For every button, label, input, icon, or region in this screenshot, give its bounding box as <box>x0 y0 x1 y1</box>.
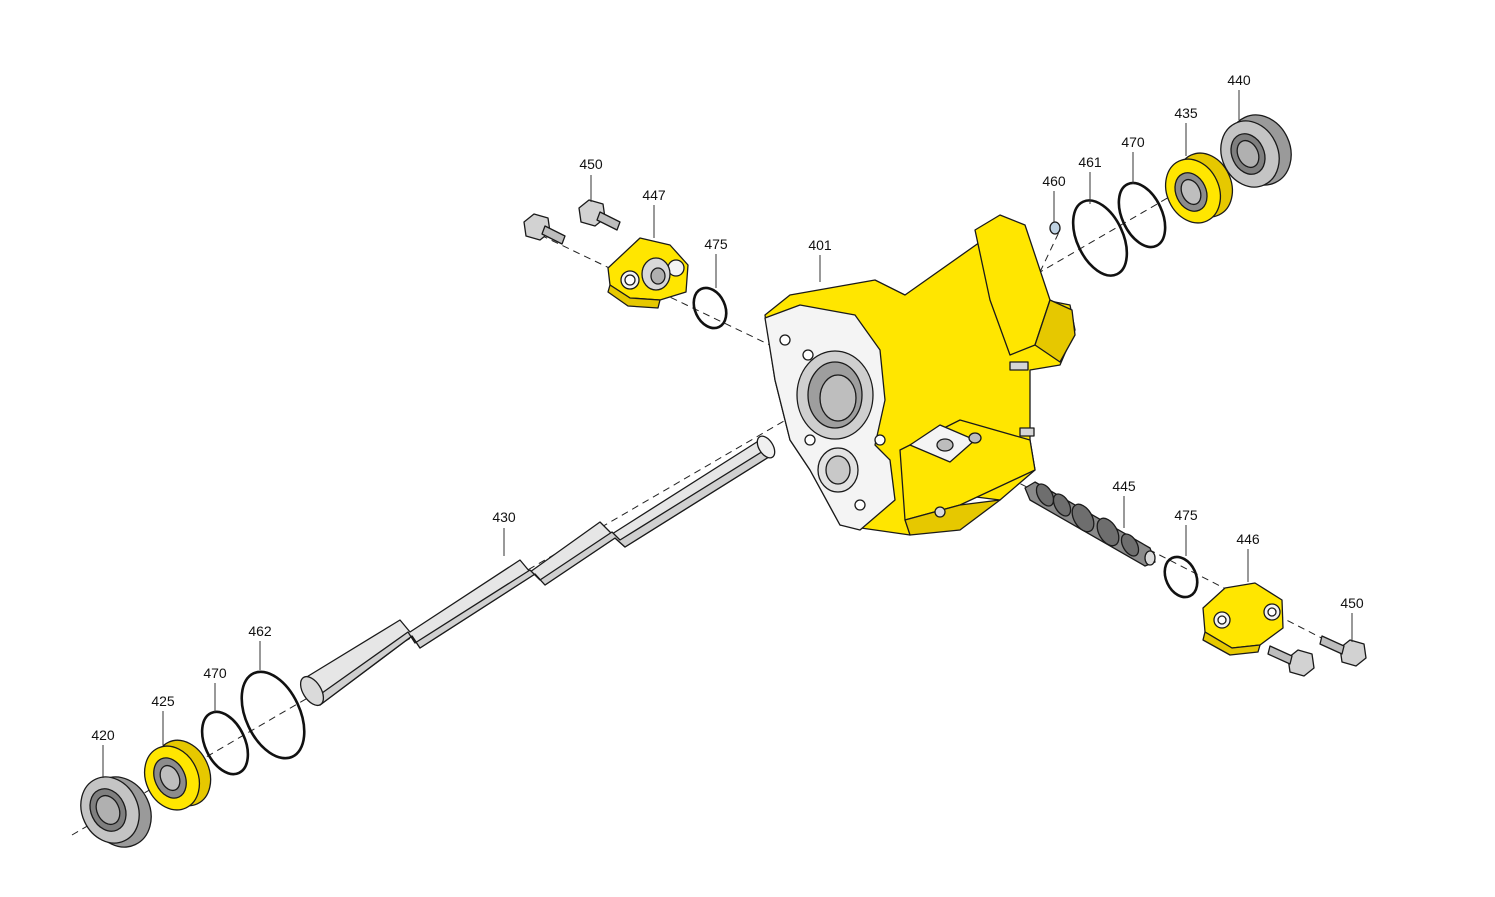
part-447-flange-cover[interactable] <box>607 237 689 309</box>
part-401-housing[interactable] <box>764 214 1076 536</box>
callout-475-lower: 475 <box>1174 507 1198 523</box>
part-450-bolt-upper-b[interactable] <box>578 199 621 231</box>
part-430-shaft[interactable] <box>296 433 778 709</box>
part-462-o-ring[interactable] <box>229 662 317 768</box>
callout-445: 445 <box>1112 478 1136 494</box>
part-460-plug[interactable] <box>1049 221 1061 235</box>
part-435-threaded-sleeve[interactable] <box>1155 144 1242 232</box>
callout-440: 440 <box>1227 72 1251 88</box>
callout-462: 462 <box>248 623 272 639</box>
callout-470-lower: 470 <box>203 665 227 681</box>
callout-447: 447 <box>642 187 666 203</box>
part-475-o-ring-upper[interactable] <box>688 283 733 334</box>
part-470-o-ring-upper[interactable] <box>1110 176 1175 255</box>
callout-450-upper: 450 <box>579 156 603 172</box>
part-425-threaded-sleeve[interactable] <box>134 731 220 819</box>
part-420-end-plug[interactable] <box>70 767 162 858</box>
part-445-spool[interactable] <box>1024 481 1156 567</box>
callout-460: 460 <box>1042 173 1066 189</box>
callout-461: 461 <box>1078 154 1102 170</box>
callout-475-upper: 475 <box>704 236 728 252</box>
callout-450-lower: 450 <box>1340 595 1364 611</box>
plug-axis-centerline <box>1039 229 1061 273</box>
callout-430: 430 <box>492 509 516 525</box>
callout-420: 420 <box>91 727 115 743</box>
callout-425: 425 <box>151 693 175 709</box>
callout-401: 401 <box>808 237 832 253</box>
callout-435: 435 <box>1174 105 1198 121</box>
callout-446: 446 <box>1236 531 1260 547</box>
part-450-bolt-lower-a[interactable] <box>1267 645 1315 677</box>
part-446-flange-cover[interactable] <box>1202 582 1284 656</box>
part-450-bolt-lower-b[interactable] <box>1319 635 1367 667</box>
part-470-o-ring-lower[interactable] <box>193 705 257 782</box>
part-450-bolt-upper-a[interactable] <box>523 213 566 245</box>
callout-470-upper: 470 <box>1121 134 1145 150</box>
part-475-o-ring-lower[interactable] <box>1159 552 1204 603</box>
part-461-o-ring[interactable] <box>1062 192 1137 284</box>
part-440-end-plug[interactable] <box>1210 105 1302 197</box>
